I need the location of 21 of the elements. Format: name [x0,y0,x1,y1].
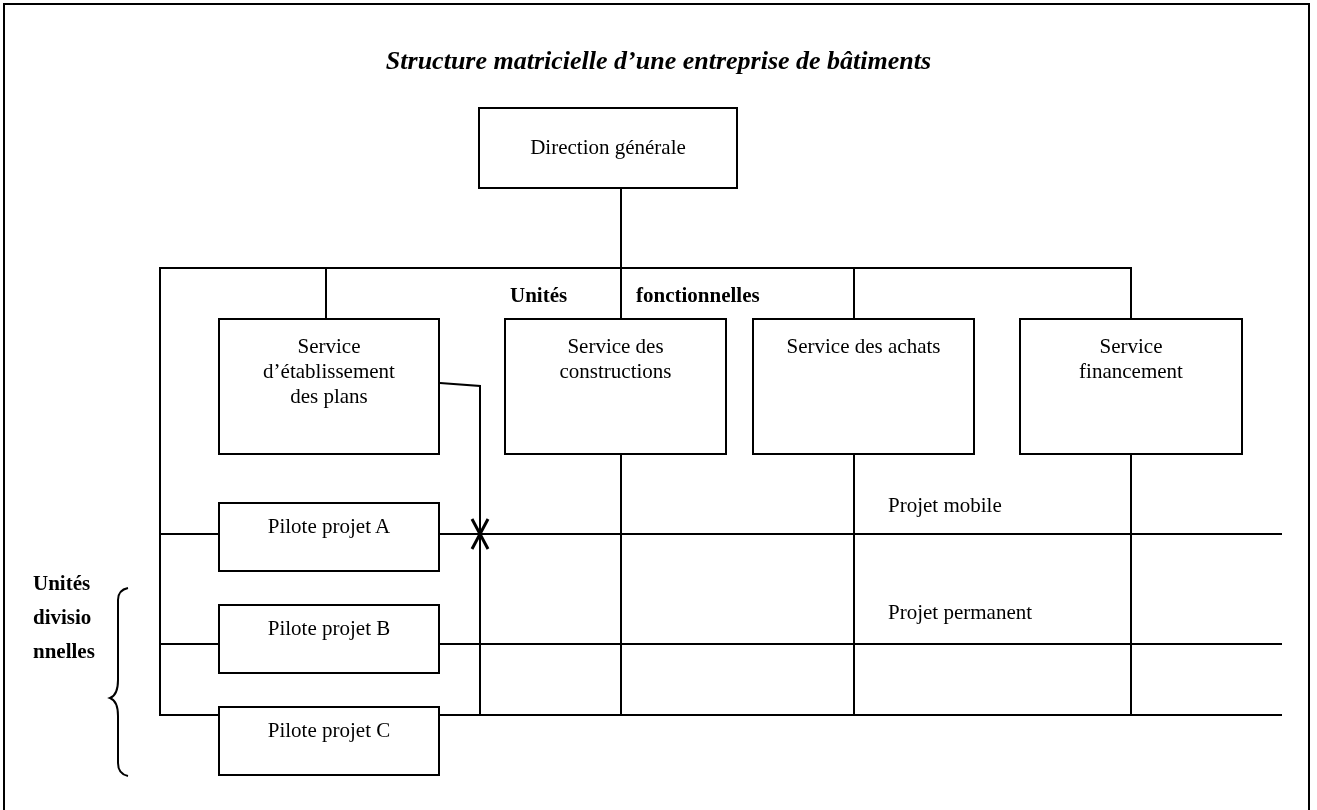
connector-line [1130,454,1132,716]
connector-line [439,382,481,716]
connector-line [853,454,855,716]
department-box: Service d’établissement des plans [218,318,440,455]
group-label: Unités divisionnelles [33,570,96,665]
management-box: Direction générale [478,107,738,189]
project-label: Projet mobile [888,493,1002,518]
connector-line [439,643,1283,645]
diagram-title: Structure matricielle d’une entreprise de bâtiments [384,46,933,76]
connector-line [439,533,1283,535]
department-box: Service des achats [752,318,975,455]
axis-label: Unités [510,283,568,308]
project-lead-box: Pilote projet B [218,604,440,674]
project-lead-box: Pilote projet A [218,502,440,572]
project-label: Projet permanent [888,600,1033,625]
connector-line [620,454,622,716]
connector-line [439,714,1283,716]
department-box: Service des constructions [504,318,727,455]
project-lead-box: Pilote projet C [218,706,440,776]
department-box: Service financement [1019,318,1243,455]
axis-label: fonctionnelles [636,283,760,308]
